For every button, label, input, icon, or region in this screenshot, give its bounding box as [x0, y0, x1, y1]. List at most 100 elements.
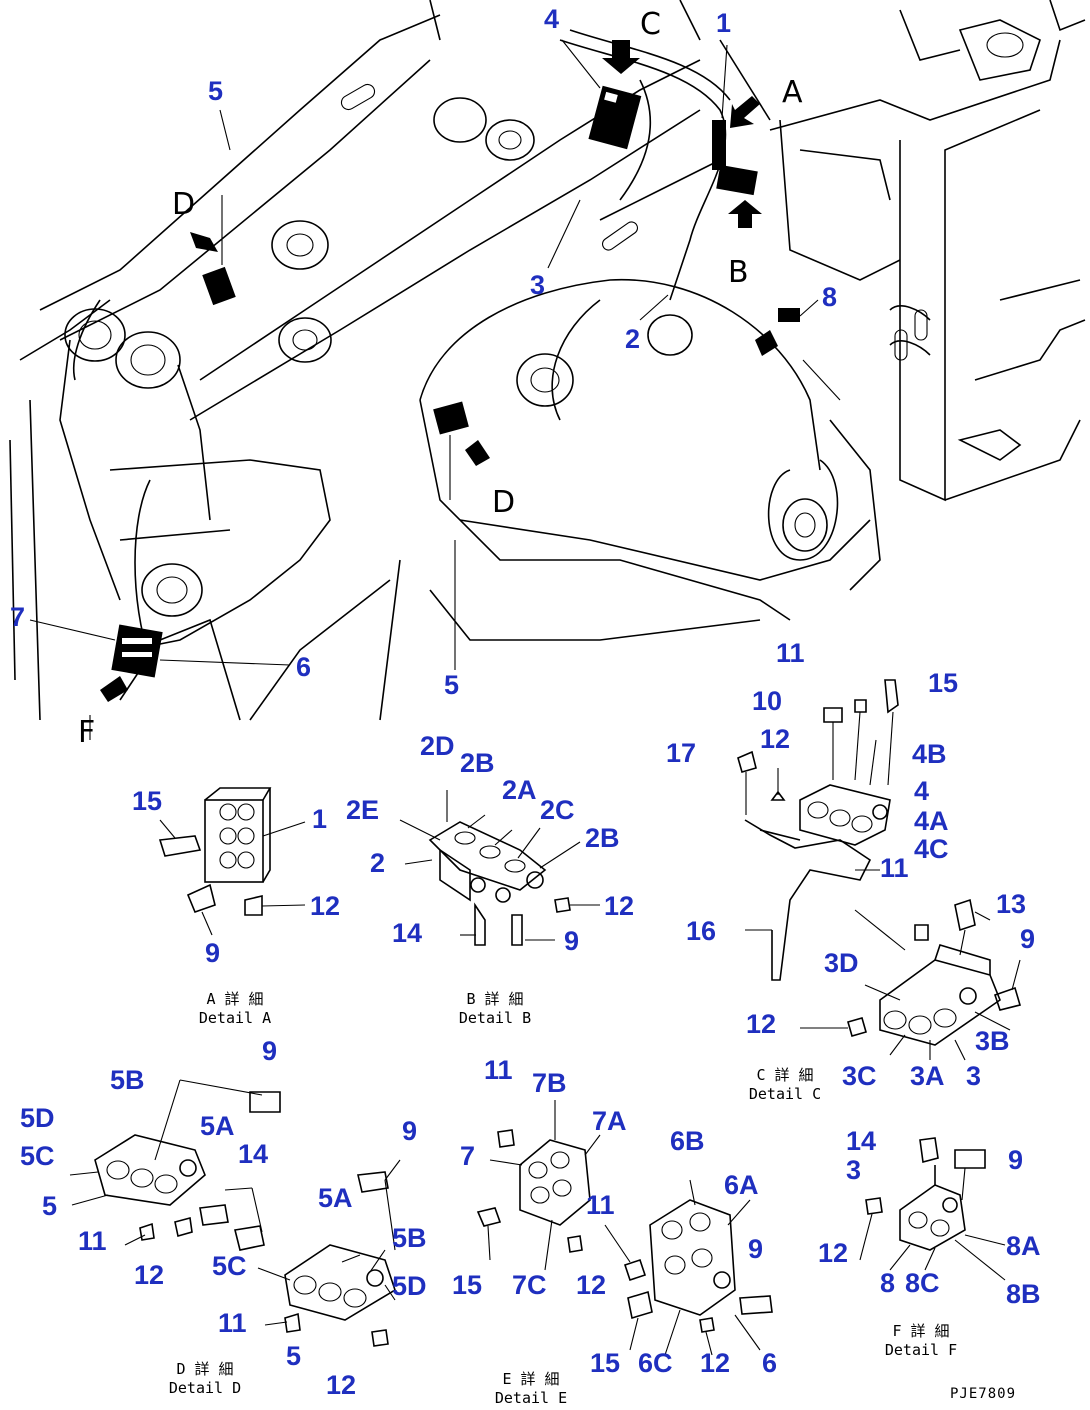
callout-b-2d: 2D — [420, 731, 455, 761]
detail-c-caption: C 詳 細 Detail C — [730, 1066, 840, 1104]
callout-c-13: 13 — [996, 889, 1027, 919]
callout-b-2e: 2E — [346, 795, 380, 825]
callout-d-11-b: 11 — [218, 1308, 247, 1338]
callout-d-5a-a: 5A — [200, 1111, 235, 1141]
detail-d-drawing — [69, 1079, 401, 1347]
callout-c-3c: 3C — [842, 1061, 877, 1091]
callout-e-7a: 7A — [592, 1106, 627, 1136]
callout-f-8a: 8A — [1006, 1231, 1041, 1261]
callout-d-5b-a: 5B — [110, 1065, 145, 1095]
arrow-d-lower — [465, 440, 490, 466]
callout-main-1: 1 — [716, 8, 732, 38]
callout-e-6a: 6A — [724, 1170, 759, 1200]
callout-c-3a: 3A — [910, 1061, 945, 1091]
callout-d-5c-a: 5C — [20, 1141, 55, 1171]
callout-d-5a-b: 5A — [318, 1183, 353, 1213]
callout-d-5-b: 5 — [286, 1341, 302, 1371]
view-letter-b: B — [728, 255, 749, 290]
arrow-c — [602, 40, 640, 74]
callout-main-4: 4 — [544, 4, 560, 34]
callout-d-5d-a: 5D — [20, 1103, 55, 1133]
callout-f-12: 12 — [818, 1238, 849, 1268]
callout-d-9-a: 9 — [262, 1036, 278, 1066]
drawing-code: PJE7809 — [950, 1386, 1017, 1402]
callout-e-6b: 6B — [670, 1126, 705, 1156]
callout-b-2: 2 — [370, 848, 386, 878]
callout-e-7b: 7B — [532, 1068, 567, 1098]
callout-d-5b-b: 5B — [392, 1223, 427, 1253]
callout-c-4a: 4A — [914, 806, 949, 836]
callout-main-3: 3 — [530, 270, 546, 300]
view-letter-a: A — [782, 75, 803, 110]
detail-e-en: Detail E — [494, 1388, 568, 1407]
callout-b-12: 12 — [604, 891, 635, 921]
callout-d-5d-b: 5D — [392, 1271, 427, 1301]
callout-c-3b: 3B — [975, 1026, 1010, 1056]
callout-f-14: 14 — [846, 1126, 877, 1156]
callout-a-1: 1 — [312, 804, 328, 834]
view-letter-d-upper: D — [172, 187, 196, 222]
callout-c-4: 4 — [914, 776, 930, 806]
view-arrows — [100, 40, 778, 702]
detail-d-jp: D 詳 細 — [176, 1360, 234, 1378]
detail-a-jp: A 詳 細 — [206, 990, 264, 1008]
callout-e-12: 12 — [576, 1270, 607, 1300]
callout-c-10: 10 — [752, 686, 783, 716]
callout-e-9: 9 — [748, 1234, 764, 1264]
callout-main-2: 2 — [625, 324, 641, 354]
callout-c-17: 17 — [666, 738, 697, 768]
callout-d-12-b: 12 — [326, 1370, 357, 1400]
callout-c-12-top: 12 — [760, 724, 791, 754]
arrow-d-upper — [190, 232, 218, 252]
arrow-b — [728, 200, 762, 228]
callout-main-5-mid: 5 — [444, 670, 460, 700]
callout-b-2a: 2A — [502, 775, 537, 805]
callout-c-15: 15 — [928, 668, 959, 698]
detail-a-en: Detail A — [198, 1008, 272, 1027]
callout-c-3d: 3D — [824, 948, 859, 978]
callout-main-8: 8 — [822, 282, 838, 312]
detail-b-en: Detail B — [458, 1008, 532, 1027]
detail-c-jp: C 詳 細 — [756, 1066, 814, 1084]
detail-e-jp: E 詳 細 — [502, 1370, 560, 1388]
callout-main-5-top: 5 — [208, 76, 224, 106]
detail-e-caption: E 詳 細 Detail E — [476, 1370, 586, 1408]
view-letter-d-lower: D — [492, 485, 516, 520]
view-letter-f: F — [78, 715, 96, 750]
detail-e-drawing — [476, 1100, 773, 1356]
callout-e-15: 15 — [452, 1270, 483, 1300]
callout-f-8c: 8C — [905, 1268, 940, 1298]
callout-a-15: 15 — [132, 786, 163, 816]
callout-b-9: 9 — [564, 926, 580, 956]
callout-main-7: 7 — [10, 602, 26, 632]
callout-a-12: 12 — [310, 891, 341, 921]
arrow-8 — [755, 330, 778, 356]
detail-f-caption: F 詳 細 Detail F — [866, 1322, 976, 1360]
callout-d-12-a: 12 — [134, 1260, 165, 1290]
callout-f-3: 3 — [846, 1155, 862, 1185]
detail-f-en: Detail F — [884, 1340, 958, 1359]
detail-a-drawing — [158, 787, 306, 936]
callout-c-16: 16 — [686, 916, 717, 946]
detail-d-caption: D 詳 細 Detail D — [150, 1360, 260, 1398]
callout-e-12-b: 12 — [700, 1348, 731, 1378]
callout-e-6: 6 — [762, 1348, 778, 1378]
callout-d-5-a: 5 — [42, 1191, 58, 1221]
callout-e-6c: 6C — [638, 1348, 673, 1378]
detail-f-jp: F 詳 細 — [892, 1322, 950, 1340]
callout-c-3: 3 — [966, 1061, 982, 1091]
detail-b-jp: B 詳 細 — [466, 990, 524, 1008]
boom-arm-drawing — [9, 0, 1086, 721]
callout-c-4b: 4B — [912, 739, 947, 769]
callout-f-8: 8 — [880, 1268, 896, 1298]
callout-f-8b: 8B — [1006, 1279, 1041, 1309]
detail-f-drawing — [859, 1137, 1006, 1281]
callout-f-9: 9 — [1008, 1145, 1024, 1175]
detail-c-en: Detail C — [748, 1084, 822, 1103]
detail-c-drawing — [737, 679, 1022, 1061]
callout-main-6: 6 — [296, 652, 312, 682]
callout-b-2b-top: 2B — [460, 748, 495, 778]
clamp-blocks-main — [111, 85, 800, 678]
